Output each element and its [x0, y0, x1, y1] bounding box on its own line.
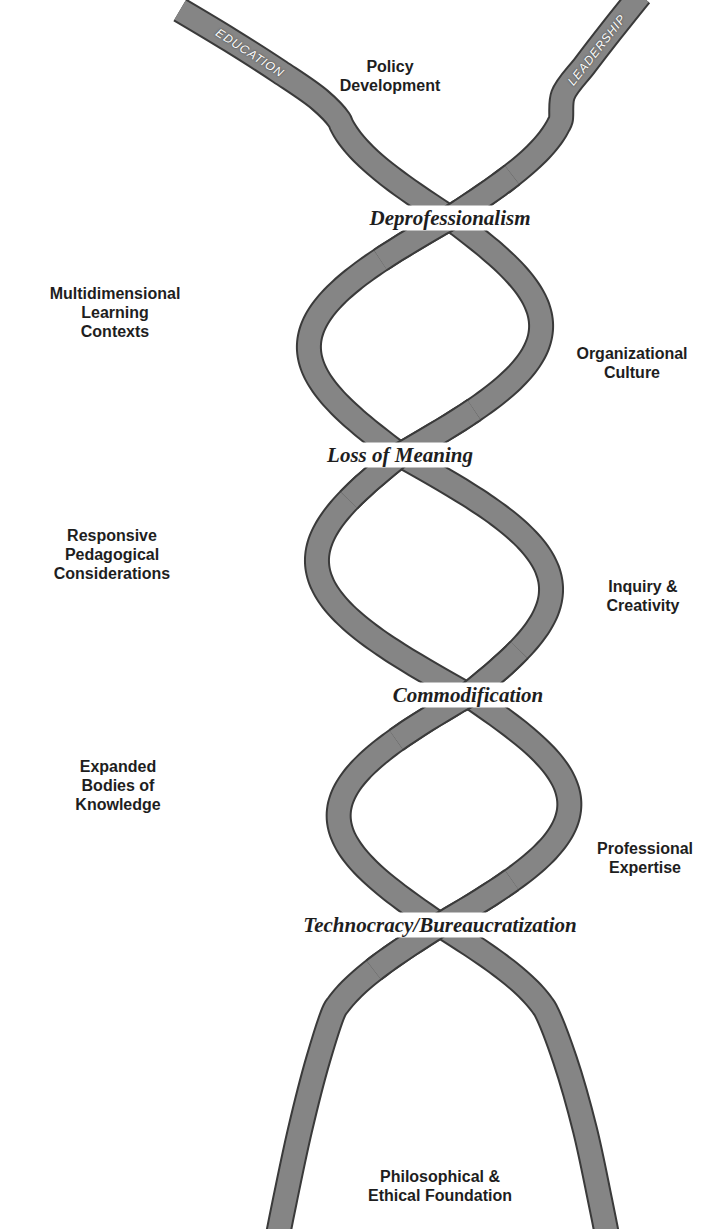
theme-label: Policy Development [340, 58, 440, 96]
theme-label: Responsive Pedagogical Considerations [54, 527, 170, 584]
helix-ribbons [180, 0, 640, 1229]
theme-label: Philosophical & Ethical Foundation [360, 1168, 520, 1206]
ribbon-outline [180, 10, 569, 1229]
ribbon-label: EDUCATION [213, 26, 287, 81]
theme-label: Inquiry & Creativity [596, 578, 691, 616]
crossing-label: Commodification [388, 683, 549, 708]
crossing-label: Deprofessionalism [364, 206, 535, 231]
ribbon-body [309, 0, 640, 1229]
theme-label: Organizational Culture [576, 345, 687, 383]
ribbon-body [180, 10, 569, 1229]
crossing-label: Loss of Meaning [322, 443, 478, 468]
theme-label: Multidimensional Learning Contexts [50, 285, 181, 342]
crossing-label: Technocracy/Bureaucratization [298, 913, 581, 938]
ribbon-label: LEADERSHIP [565, 12, 629, 89]
theme-label: Professional Expertise [597, 840, 693, 878]
ribbon-outline [309, 0, 640, 1229]
theme-label: Expanded Bodies of Knowledge [71, 758, 166, 815]
